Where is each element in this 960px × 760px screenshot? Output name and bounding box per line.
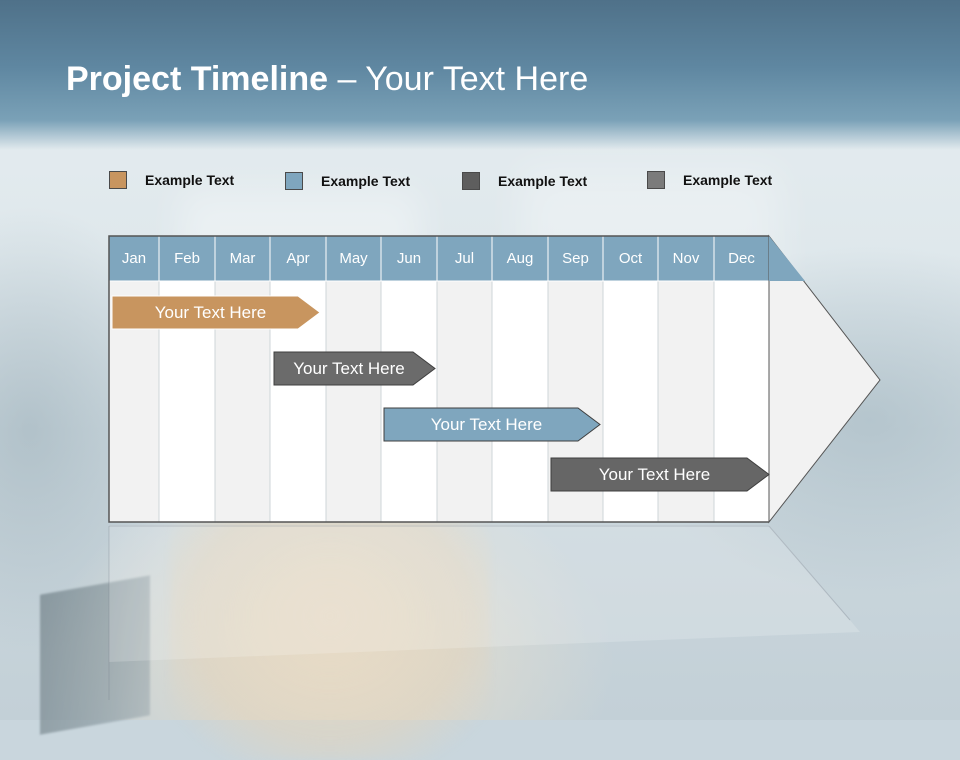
chart-reflection xyxy=(109,525,860,662)
legend-swatch xyxy=(109,171,127,189)
month-label: Feb xyxy=(174,250,200,267)
month-label: Oct xyxy=(618,250,643,267)
month-column xyxy=(325,280,382,523)
timeline-arrow-head xyxy=(768,234,881,524)
month-header-cell xyxy=(380,235,438,282)
legend-item: Example Text xyxy=(285,172,410,190)
legend-label: Example Text xyxy=(145,172,235,188)
task-label: Your Text Here xyxy=(293,359,405,378)
legend-item: Example Text xyxy=(462,172,587,190)
month-label: Dec xyxy=(728,250,755,267)
month-column xyxy=(380,280,438,523)
task-arrow xyxy=(273,351,436,386)
legend-label: Example Text xyxy=(321,173,411,189)
title-band xyxy=(0,0,960,150)
legend-label: Example Text xyxy=(498,173,588,189)
page-title-bold: Project Timeline xyxy=(66,60,329,98)
task-label: Your Text Here xyxy=(154,303,267,322)
month-label: Apr xyxy=(286,250,310,267)
task-label: Your Text Here xyxy=(430,415,543,434)
month-column xyxy=(491,280,549,523)
legend-swatch xyxy=(462,172,480,190)
month-label: May xyxy=(339,250,368,267)
month-label: Nov xyxy=(672,250,700,267)
month-header-cell xyxy=(158,235,216,282)
timeline-outline xyxy=(108,235,769,523)
timeline-arrow-header xyxy=(769,236,805,281)
month-header-cell xyxy=(657,235,715,282)
month-header-cell xyxy=(491,235,549,282)
month-header-cell xyxy=(713,235,770,282)
task-arrow xyxy=(383,407,601,442)
month-header-cell xyxy=(436,235,493,282)
timeline-graphic xyxy=(108,234,881,700)
month-label: Mar xyxy=(229,250,256,267)
task-label: Your Text Here xyxy=(598,465,711,484)
month-header-cell xyxy=(602,235,659,282)
chart-reflection-edge xyxy=(768,525,851,621)
legend-label: Example Text xyxy=(683,172,773,188)
legend-swatch xyxy=(285,172,303,190)
task-arrow xyxy=(550,457,770,492)
legend-item: Example Text xyxy=(109,171,234,189)
month-header-cell xyxy=(325,235,382,282)
page-title-rest: – Your Text Here xyxy=(328,60,589,98)
legend-swatch xyxy=(647,171,665,189)
month-label: Jun xyxy=(396,250,422,267)
month-label: Jul xyxy=(454,250,475,267)
month-label: Aug xyxy=(506,250,534,267)
page-title: Project Timeline – Your Text Here xyxy=(66,60,588,99)
month-label: Jan xyxy=(121,250,147,267)
legend-item: Example Text xyxy=(647,171,772,189)
month-column xyxy=(436,280,493,523)
task-arrow xyxy=(111,295,321,330)
month-label: Sep xyxy=(562,250,589,267)
